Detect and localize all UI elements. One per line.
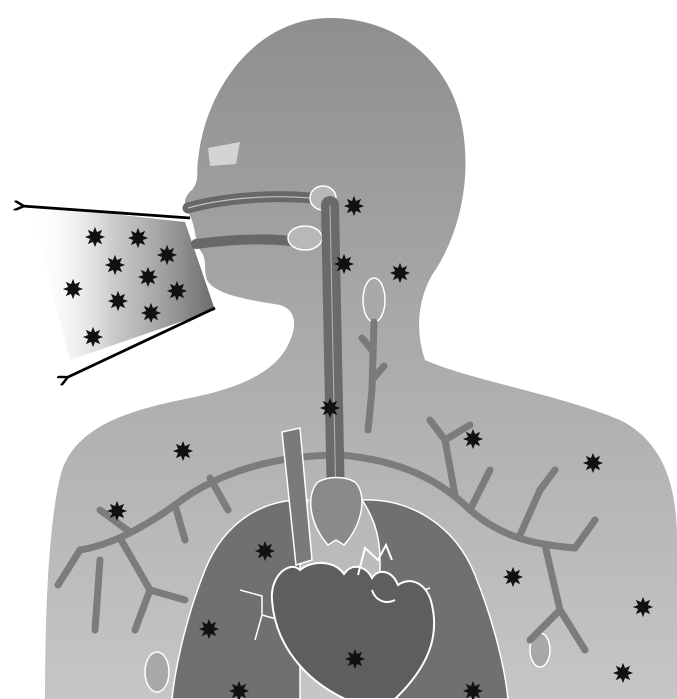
starburst-particle-icon bbox=[255, 541, 275, 561]
starburst-particle-icon bbox=[583, 453, 603, 473]
starburst-particle-icon bbox=[63, 279, 83, 299]
starburst-particle-icon bbox=[108, 291, 128, 311]
starburst-particle-icon bbox=[83, 327, 103, 347]
starburst-particle-icon bbox=[107, 501, 127, 521]
starburst-particle-icon bbox=[613, 663, 633, 683]
neck-lymph-node bbox=[363, 278, 385, 322]
starburst-particle-icon bbox=[463, 429, 483, 449]
starburst-particle-icon bbox=[128, 228, 148, 248]
starburst-particle-icon bbox=[344, 196, 364, 216]
starburst-particle-icon bbox=[633, 597, 653, 617]
starburst-particle-icon bbox=[390, 263, 410, 283]
starburst-particle-icon bbox=[173, 441, 193, 461]
starburst-particle-icon bbox=[141, 303, 161, 323]
starburst-particle-icon bbox=[320, 398, 340, 418]
starburst-particle-icon bbox=[105, 255, 125, 275]
tonsil-node bbox=[288, 226, 322, 250]
starburst-particle-icon bbox=[334, 254, 354, 274]
starburst-particle-icon bbox=[345, 649, 365, 669]
starburst-particle-icon bbox=[157, 245, 177, 265]
starburst-particle-icon bbox=[503, 567, 523, 587]
starburst-particle-icon bbox=[138, 267, 158, 287]
exhaled-spray-cone bbox=[30, 205, 215, 360]
starburst-particle-icon bbox=[199, 619, 219, 639]
chest-lymph-node-left bbox=[145, 652, 169, 692]
starburst-particle-icon bbox=[85, 227, 105, 247]
starburst-particle-icon bbox=[167, 281, 187, 301]
